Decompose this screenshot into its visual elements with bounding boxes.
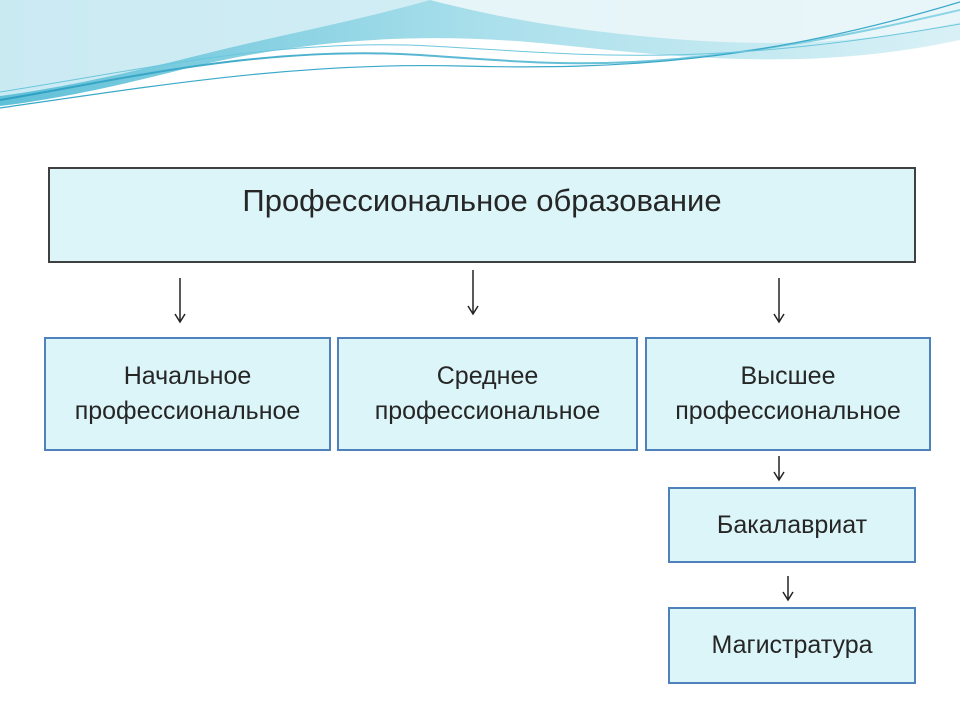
arrow-root-to-higher: [773, 278, 785, 324]
arrow-root-to-secondary: [467, 270, 479, 316]
primary-line1: Начальное: [123, 362, 252, 390]
root-box-professional-education: Профессиональное образование: [48, 167, 916, 263]
bachelor-label: Бакалавриат: [716, 510, 868, 539]
higher-line1: Высшее: [740, 362, 836, 390]
box-primary-vocational: Начальное профессиональное: [44, 337, 331, 451]
arrow-higher-to-bachelor: [773, 456, 785, 482]
arrow-root-to-primary: [174, 278, 186, 324]
box-master: Магистратура: [668, 607, 916, 684]
header-wave-decoration: [0, 0, 960, 109]
master-label: Магистратура: [711, 631, 873, 659]
higher-line2: профессиональное: [675, 397, 901, 425]
box-secondary-vocational: Среднее профессиональное: [337, 337, 638, 451]
root-label: Профессиональное образование: [242, 183, 722, 218]
secondary-line1: Среднее: [436, 362, 539, 390]
box-bachelor: Бакалавриат: [668, 487, 916, 563]
arrow-bachelor-to-master: [782, 576, 794, 602]
primary-line2: профессиональное: [74, 397, 301, 425]
box-higher-professional: Высшее профессиональное: [645, 337, 931, 451]
secondary-line2: профессиональное: [374, 397, 601, 425]
